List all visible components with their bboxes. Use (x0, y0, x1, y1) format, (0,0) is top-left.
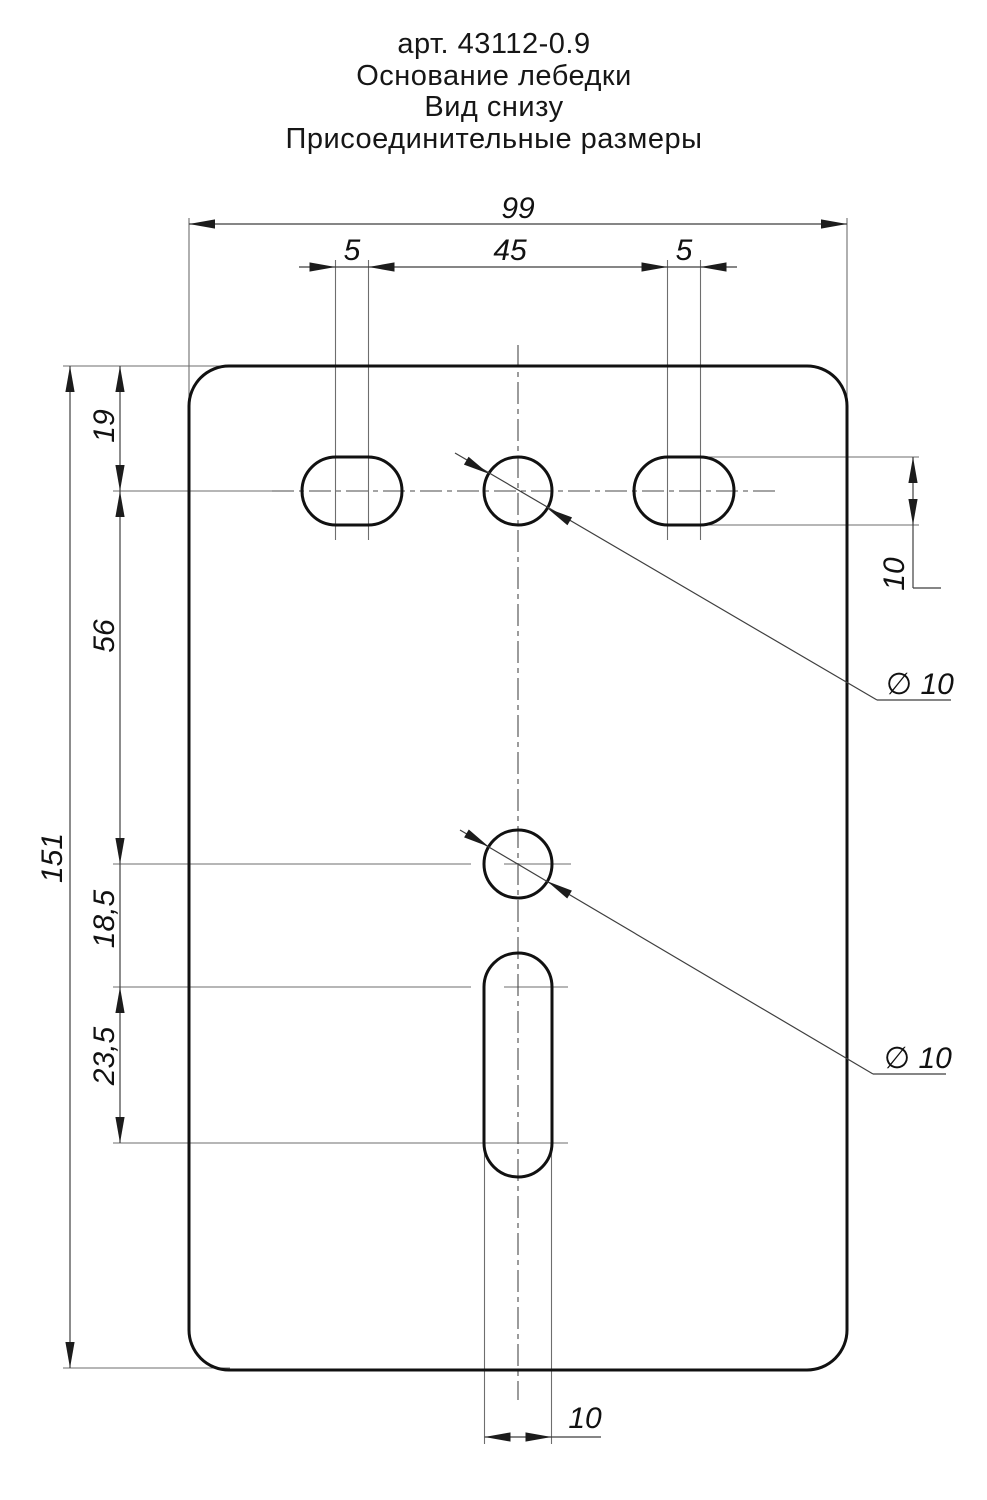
dim-slot-height-right: 10 (878, 557, 911, 591)
dim-hole1-diameter: ∅ 10 (886, 668, 954, 701)
dim-slot-center-length: 23,5 (88, 1026, 121, 1086)
arrowhead (464, 829, 489, 847)
title-article: арт. 43112-0.9 (397, 28, 590, 60)
arrowhead (65, 1342, 75, 1368)
hole-top-center (482, 455, 554, 527)
arrowhead (115, 465, 125, 491)
arrowhead (547, 508, 573, 526)
arrowhead (908, 499, 918, 525)
arrowhead (525, 1432, 552, 1442)
title-part-name: Основание лебедки (356, 60, 632, 92)
slot-top-right (632, 455, 736, 527)
arrowhead (821, 219, 847, 229)
center-lines (272, 345, 777, 1400)
plate-outline (187, 364, 849, 1372)
dim-slot-right-length: 5 (676, 234, 693, 267)
dim-top-edge-to-row1: 19 (88, 409, 121, 443)
arrowhead (115, 1117, 125, 1143)
arrowhead (65, 366, 75, 392)
dim-overall-width: 99 (501, 192, 535, 225)
arrowhead (115, 491, 125, 517)
slot-top-left (300, 455, 404, 527)
arrowhead (700, 262, 727, 272)
plate-geometry (187, 364, 849, 1372)
dim-row1-to-row2: 56 (88, 619, 121, 653)
dim-hole2-diameter: ∅ 10 (884, 1042, 952, 1075)
title-block: арт. 43112-0.9 Основание лебедки Вид сни… (286, 28, 703, 155)
arrowhead (908, 457, 918, 483)
arrowhead (641, 262, 668, 272)
title-subtitle: Присоединительные размеры (286, 123, 703, 155)
arrowhead (189, 219, 215, 229)
dim-row2-to-slot-top: 18,5 (88, 889, 121, 948)
arrowhead (309, 262, 336, 272)
arrowhead (368, 262, 395, 272)
dimension-lines (69, 223, 951, 1438)
arrowheads (65, 219, 918, 1442)
arrowhead (547, 881, 572, 899)
arrowhead (463, 456, 489, 474)
arrowhead (115, 838, 125, 864)
dim-overall-height: 151 (36, 833, 69, 883)
leader-line-hole1 (454, 452, 878, 701)
arrowhead (115, 366, 125, 392)
arrowhead (484, 1432, 511, 1442)
extension-lines (63, 218, 919, 1444)
dim-slot-left-length: 5 (344, 234, 361, 267)
hole-middle (482, 828, 554, 900)
leader-line-hole2 (459, 829, 874, 1075)
dim-hole-span: 45 (493, 234, 527, 267)
slot-vertical (482, 951, 554, 1179)
arrowhead (115, 987, 125, 1013)
dim-slot-width-bottom: 10 (568, 1402, 602, 1435)
title-view: Вид снизу (424, 91, 563, 123)
dimension-labels: 99 5 45 5 151 19 56 18,5 23,5 10 10 ∅ 10… (36, 192, 954, 1435)
